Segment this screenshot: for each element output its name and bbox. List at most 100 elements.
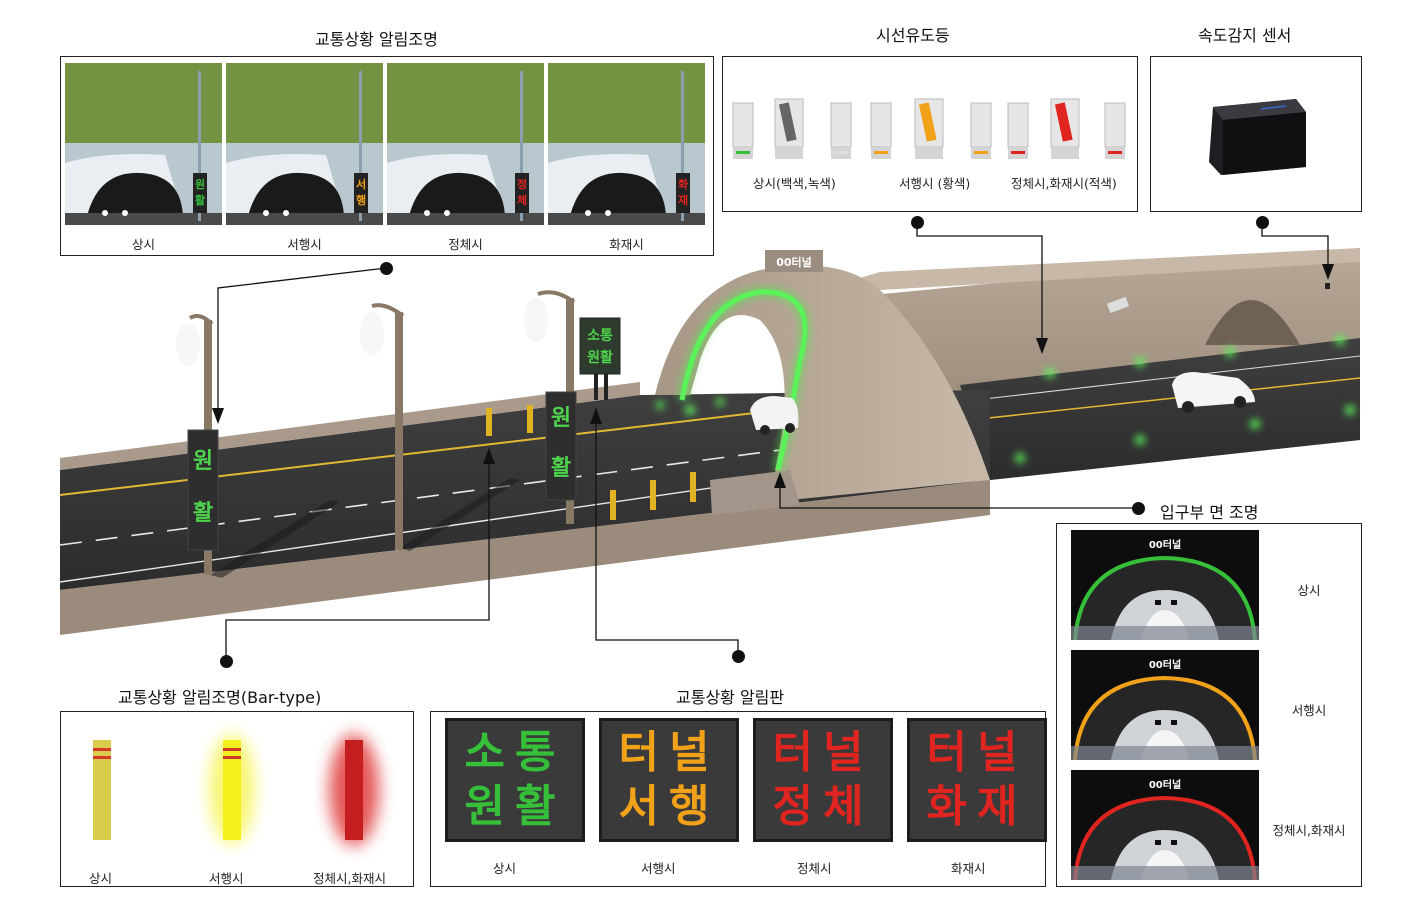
edge-line: [59, 477, 781, 583]
speed-sensor-title: 속도감지 센서: [1198, 26, 1292, 45]
pole-shadow: [400, 478, 520, 551]
connector-dot: [1132, 502, 1145, 515]
connector-lines: [217, 224, 1329, 660]
tunnel-roof: [820, 248, 1360, 290]
pole-sign-2: [545, 391, 577, 501]
entrance-light-caption: 상시: [1297, 583, 1321, 598]
pole-shadow: [210, 500, 340, 578]
bar-light-slow-stripe: [223, 756, 241, 759]
guide-light-devices: [732, 98, 1126, 159]
guide-light-dots: [656, 335, 1355, 463]
bar-caption-red: 정체시,화재시: [313, 871, 386, 886]
street-lamp-2: [360, 303, 405, 550]
guide-caption-jam: 정체시,화재시(적색): [1011, 176, 1117, 191]
main-road: [60, 390, 990, 590]
entrance-tunnel-name: 00터널: [1148, 660, 1182, 671]
guide-light-device: [774, 98, 804, 159]
guide-light-device: [1050, 98, 1080, 159]
alert-board-jam: 터널 정체: [753, 718, 893, 842]
bar-light-normal-stripe: [93, 756, 111, 759]
board-normal-line1: 소통: [464, 727, 566, 778]
alert-light-caption: 정체시: [448, 237, 483, 252]
board-fire-line1: 터널: [926, 727, 1028, 778]
tunnel-sign-plate: [765, 250, 823, 272]
cctv-camera: [1106, 296, 1130, 314]
bar-caption-normal: 상시: [89, 871, 113, 886]
connector-dot: [911, 216, 924, 229]
speed-sensor-panel: [1150, 56, 1362, 212]
alert-board-normal: 소통 원활: [445, 718, 585, 842]
board-slow-line2: 서행: [618, 781, 720, 832]
connector-dot: [732, 650, 745, 663]
roadside-board-line2: 원활: [587, 349, 613, 366]
bar-light-normal-stripe: [93, 748, 111, 751]
connector-dot: [380, 262, 393, 275]
board-jam-line1: 터널: [772, 727, 874, 778]
lane-line-tunnel: [974, 355, 1361, 401]
guide-light-device: [914, 98, 944, 159]
entrance-light-photo: 00터널: [1071, 530, 1259, 640]
bar-light-slow: [223, 740, 241, 840]
roadside-board: [579, 317, 621, 400]
guide-light-title: 시선유도등: [876, 26, 950, 45]
board-normal-line2: 원활: [464, 781, 566, 832]
center-line: [59, 409, 781, 496]
board-slow-line1: 터널: [618, 727, 720, 778]
alert-light-caption: 상시: [131, 237, 155, 252]
bar-light-normal: [93, 740, 111, 840]
tunnel-sign-text: 00터널: [776, 255, 812, 269]
bar-caption-slow: 서행시: [209, 871, 244, 886]
board-caption-normal: 상시: [493, 861, 517, 876]
lane-line: [59, 449, 781, 546]
entrance-light-photo: 00터널: [1071, 770, 1259, 880]
speed-sensor-device: [1209, 99, 1306, 175]
bar-light-slow-stripe: [223, 748, 241, 751]
alert-light-caption: 서행시: [287, 237, 322, 252]
alert-light-title: 교통상황 알림조명: [315, 30, 438, 49]
pole-sign-2-char1: 원: [551, 406, 571, 431]
guide-light-device: [732, 102, 754, 159]
entrance-light-caption: 서행시: [1291, 703, 1327, 718]
connector-dot: [220, 655, 233, 668]
tunnel-road: [960, 338, 1360, 480]
alert-board-slow: 터널 서행: [599, 718, 739, 842]
guide-caption-slow: 서행시 (황색): [899, 176, 971, 191]
entrance-light-caption: 정체시,화재시: [1272, 823, 1346, 838]
bar-light-title: 교통상황 알림조명(Bar-type): [118, 688, 322, 707]
speed-sensor-scene: [1325, 283, 1330, 289]
alert-board-fire: 터널 화재: [907, 718, 1047, 842]
car-entering: [750, 396, 799, 435]
road-retaining-wall: [60, 480, 990, 635]
guide-light-device: [1104, 102, 1126, 159]
guide-light-device: [830, 102, 852, 159]
alert-board-panel: 소통 원활 터널 서행 터널 정체 터널 화재 상시 서행시 정체시 화재시: [430, 711, 1047, 887]
connector-dot: [1256, 216, 1269, 229]
board-fire-line2: 화재: [926, 781, 1028, 832]
guide-light-device: [870, 102, 892, 159]
pole-sign-1: [187, 429, 219, 551]
guide-light-device: [970, 102, 992, 159]
pole-sign-2-char2: 활: [551, 456, 571, 481]
pole-sign-1-char1: 원: [193, 449, 213, 474]
bar-light-red: [345, 740, 363, 840]
connector-arrows: [212, 264, 1334, 488]
tunnel-inner-arch: [1205, 300, 1300, 345]
pole-sign-1-char2: 활: [193, 501, 213, 526]
center-line-tunnel: [969, 377, 1361, 421]
board-jam-line2: 정체: [772, 781, 874, 832]
guide-caption-normal: 상시(백색,녹색): [753, 176, 836, 191]
board-caption-fire: 화재시: [951, 861, 986, 876]
board-caption-slow: 서행시: [641, 861, 676, 876]
entrance-light-title: 입구부 면 조명: [1160, 503, 1259, 522]
alert-board-title: 교통상황 알림판: [676, 688, 785, 707]
